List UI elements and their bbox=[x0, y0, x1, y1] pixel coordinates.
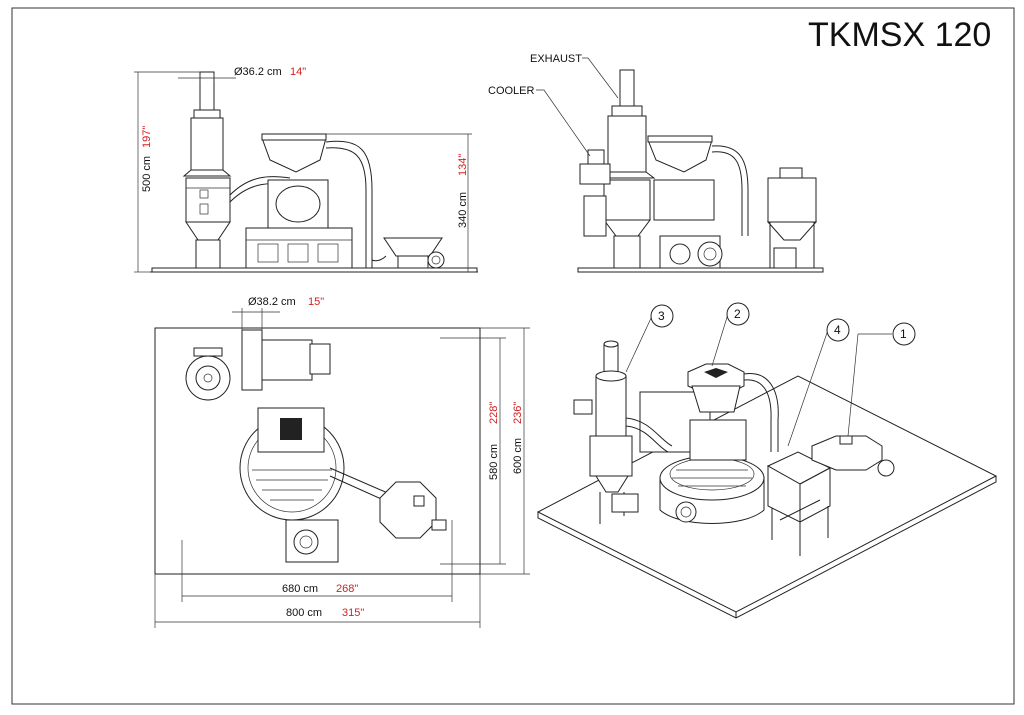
label-exhaust: EXHAUST bbox=[530, 53, 582, 65]
callout-4: 4 bbox=[834, 323, 841, 337]
left-dia-metric: Ø36.2 cm bbox=[234, 66, 282, 78]
side-view-right bbox=[536, 57, 824, 273]
top-dia-imperial: 15" bbox=[308, 296, 324, 308]
top-dia-metric: Ø38.2 cm bbox=[248, 296, 296, 308]
left-dia-imperial: 14" bbox=[290, 66, 306, 78]
isometric-view bbox=[536, 302, 998, 619]
left-height-metric: 500 cm bbox=[141, 156, 153, 192]
left-roaster-height-metric: 340 cm bbox=[457, 192, 469, 228]
callout-1: 1 bbox=[900, 327, 907, 341]
top-depth-outer-metric: 600 cm bbox=[512, 438, 524, 474]
drawing-title: TKMSX 120 bbox=[808, 16, 991, 54]
callout-3: 3 bbox=[658, 309, 665, 323]
left-height-imperial: 197" bbox=[141, 126, 153, 148]
top-view bbox=[154, 308, 530, 628]
left-roaster-height-imperial: 134" bbox=[457, 154, 469, 176]
sheet-border bbox=[11, 7, 1015, 705]
top-depth-inner-metric: 580 cm bbox=[488, 444, 500, 480]
top-depth-outer-imperial: 236" bbox=[512, 402, 524, 424]
top-width-outer-imperial: 315" bbox=[342, 607, 364, 619]
callout-2: 2 bbox=[734, 307, 741, 321]
label-cooler: COOLER bbox=[488, 85, 535, 97]
side-view-left bbox=[134, 71, 478, 273]
top-width-outer-metric: 800 cm bbox=[286, 607, 322, 619]
top-width-inner-metric: 680 cm bbox=[282, 583, 318, 595]
top-width-inner-imperial: 268" bbox=[336, 583, 358, 595]
top-depth-inner-imperial: 228" bbox=[488, 402, 500, 424]
